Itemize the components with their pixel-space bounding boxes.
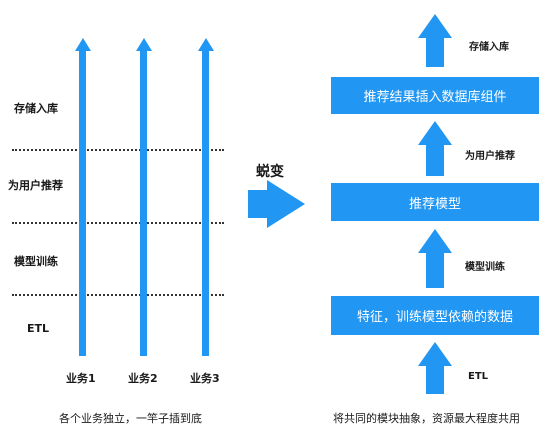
arrow-shaft xyxy=(79,50,86,356)
stage-label-recommend: 为用户推荐 xyxy=(8,179,63,192)
transition-arrow-head xyxy=(267,180,305,228)
arrow-label-training: 模型训练 xyxy=(465,262,505,273)
arrow-label-etl: ETL xyxy=(468,371,489,382)
business-label-2: 业务2 xyxy=(128,372,158,385)
arrow-shaft xyxy=(140,50,147,356)
stage-divider xyxy=(12,294,224,296)
arrow-shaft xyxy=(426,365,444,394)
arrow-head xyxy=(75,38,91,51)
block-db-insert: 推荐结果插入数据库组件 xyxy=(331,77,539,114)
arrow-head xyxy=(418,14,452,38)
arrow-head xyxy=(418,229,452,253)
right-caption: 将共同的模块抽象，资源最大程度共用 xyxy=(333,412,520,425)
arrow-head xyxy=(198,38,214,51)
stage-divider xyxy=(12,222,224,224)
arrow-shaft xyxy=(426,37,444,67)
arrow-label-storage: 存储入库 xyxy=(469,42,509,53)
arrow-head xyxy=(136,38,152,51)
transition-arrow-shaft xyxy=(248,190,268,218)
left-caption: 各个业务独立，一竿子插到底 xyxy=(59,412,202,425)
arrow-shaft xyxy=(202,50,209,356)
arrow-label-recommend: 为用户推荐 xyxy=(465,151,515,162)
transition-label: 蜕变 xyxy=(256,164,284,180)
arrow-head xyxy=(418,342,452,366)
arrow-head xyxy=(418,121,452,145)
arrow-shaft xyxy=(426,144,444,176)
arrow-shaft xyxy=(426,252,444,288)
business-label-1: 业务1 xyxy=(66,372,96,385)
block-recommend-model: 推荐模型 xyxy=(331,183,539,221)
stage-label-training: 模型训练 xyxy=(14,255,58,268)
block-features-data: 特征，训练模型依赖的数据 xyxy=(331,296,539,335)
business-label-3: 业务3 xyxy=(190,372,220,385)
stage-label-storage: 存储入库 xyxy=(14,102,58,115)
stage-label-etl: ETL xyxy=(27,322,50,335)
stage-divider xyxy=(12,149,224,151)
